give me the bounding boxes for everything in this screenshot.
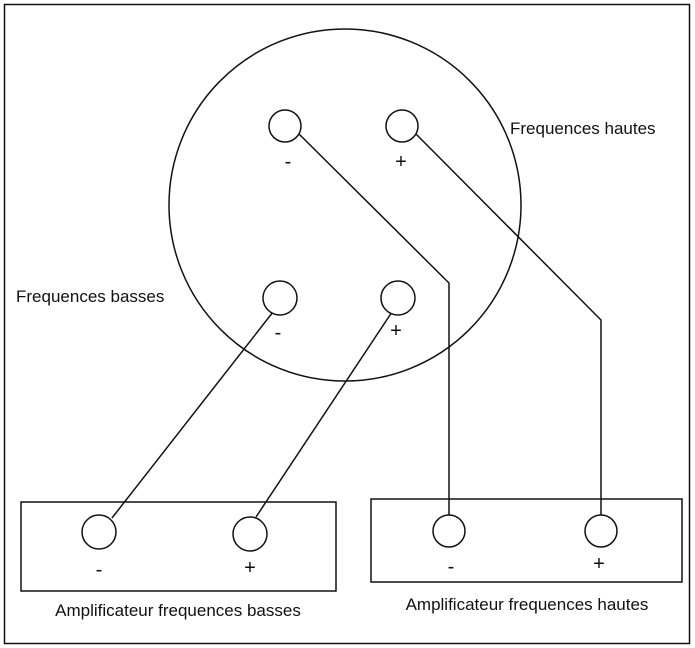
outer-border	[3, 3, 691, 645]
sign-amp-high-neg: -	[448, 556, 455, 578]
terminal-high-pos	[385, 109, 419, 143]
terminal-low-neg	[262, 280, 298, 316]
sign-low-pos: +	[390, 320, 402, 342]
amp-low-box	[20, 501, 337, 592]
terminal-amp-high-pos	[584, 514, 618, 548]
polarity-signs: - + - + - + - +	[96, 151, 605, 581]
terminal-low-pos	[380, 280, 416, 316]
label-high-freq: Frequences hautes	[510, 119, 656, 138]
sign-high-pos: +	[395, 151, 407, 173]
label-amp-high: Amplificateur frequences hautes	[406, 595, 649, 614]
sign-high-neg: -	[285, 151, 292, 173]
speaker-circle	[168, 28, 522, 382]
sign-amp-high-pos: +	[593, 553, 605, 575]
wire-low-neg	[111, 311, 274, 519]
terminals	[81, 109, 618, 552]
wire-high-pos	[414, 132, 602, 516]
wire-high-neg	[297, 132, 450, 516]
wire-low-pos	[255, 311, 393, 518]
wires	[111, 132, 602, 519]
terminal-high-neg	[268, 109, 302, 143]
sign-amp-low-pos: +	[244, 557, 256, 579]
sign-low-neg: -	[275, 322, 282, 344]
label-low-freq: Frequences basses	[16, 287, 164, 306]
label-amp-low: Amplificateur frequences basses	[55, 601, 301, 620]
terminal-amp-low-neg	[81, 514, 117, 550]
sign-amp-low-neg: -	[96, 559, 103, 581]
terminal-amp-low-pos	[232, 516, 268, 552]
terminal-amp-high-neg	[432, 514, 466, 548]
amp-high-box	[370, 498, 683, 583]
